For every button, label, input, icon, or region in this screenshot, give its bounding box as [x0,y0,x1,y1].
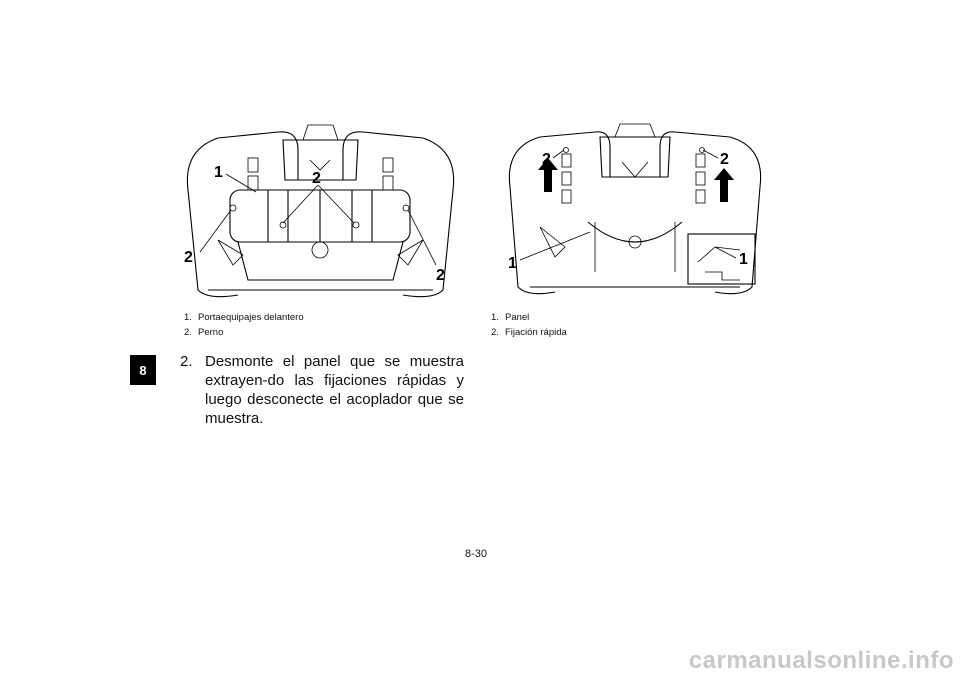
callout-1-panel: 1 [508,255,517,272]
atv-front-carrier-illustration: 1 2 2 2 [184,124,455,298]
step-text: Desmonte el panel que se muestra extraye… [205,353,464,427]
legend-label: Portaequipajes delantero [198,312,304,323]
legend-number: 2. [184,327,192,338]
legend-item: 1. Portaequipajes delantero [184,310,304,325]
callout-2-left: 2 [184,249,193,266]
figure-front-carrier: 1 2 2 2 [178,120,463,305]
legend-label: Panel [505,312,530,323]
legend-label: Fijación rápida [505,327,567,338]
chapter-tab: 8 [130,355,156,385]
legend-number: 1. [491,312,499,323]
legend-item: 1. Panel [491,310,567,325]
legend-item: 2. Fijación rápida [491,325,567,340]
callout-2-top: 2 [312,170,321,187]
callout-2-right: 2 [720,151,729,168]
figure-front-panel: 2 2 1 1 [500,122,770,302]
instruction-step: 2. Desmonte el panel que se muestra extr… [180,352,464,428]
callout-1: 1 [214,164,223,181]
step-number: 2. [180,353,193,370]
atv-front-panel-illustration: 2 2 1 1 [508,123,762,295]
legend-left: 1. Portaequipajes delantero 2. Perno [184,310,304,340]
legend-label: Perno [198,327,224,338]
legend-right: 1. Panel 2. Fijación rápida [491,310,567,340]
legend-item: 2. Perno [184,325,304,340]
callout-2-left: 2 [542,151,551,168]
callout-2-right: 2 [436,267,445,284]
legend-number: 2. [491,327,499,338]
page-number: 8-30 [465,548,488,560]
watermark: carmanualsonline.info [688,647,954,674]
legend-number: 1. [184,312,192,323]
callout-1-inset: 1 [739,251,748,268]
